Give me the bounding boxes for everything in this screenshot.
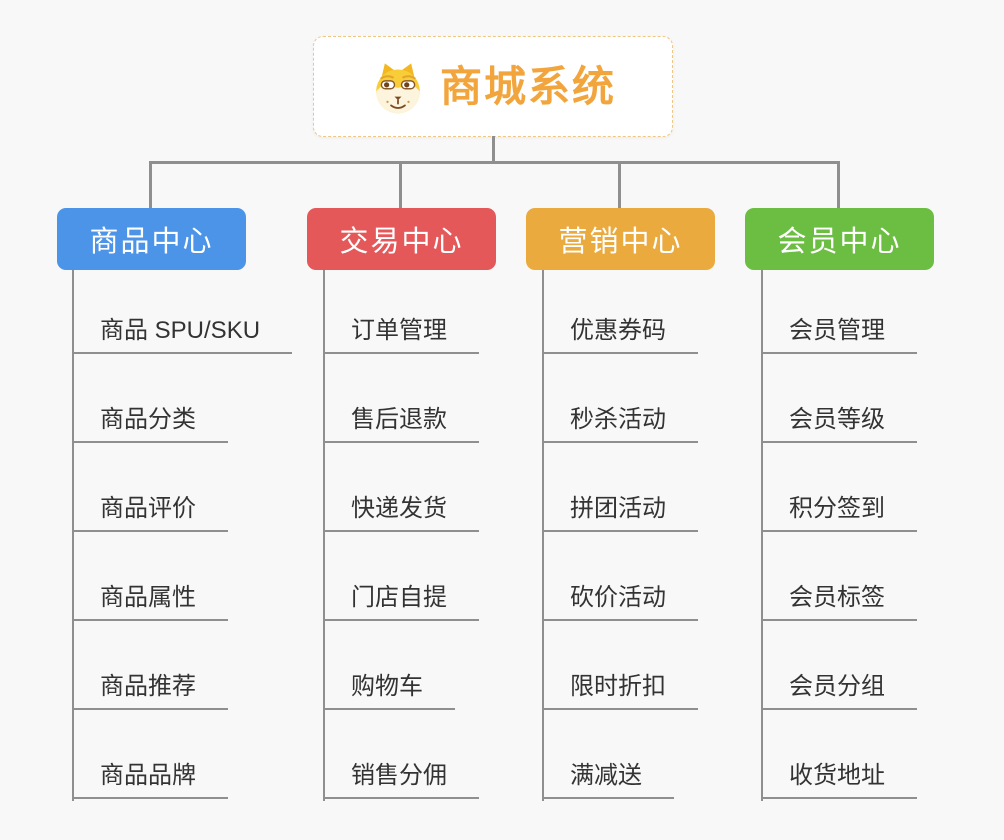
leaf-node[interactable]: 砍价活动 xyxy=(542,575,698,621)
connector-trunk-product xyxy=(72,270,74,801)
dog-face-icon xyxy=(370,59,426,115)
connector-drop-trade xyxy=(399,161,402,208)
root-title: 商城系统 xyxy=(439,62,616,110)
leaf-node[interactable]: 拼团活动 xyxy=(542,486,698,532)
leaf-node[interactable]: 快递发货 xyxy=(323,486,479,532)
leaf-node[interactable]: 门店自提 xyxy=(323,575,479,621)
branch-node-trade-center[interactable]: 交易中心 xyxy=(307,208,496,270)
connector-drop-member xyxy=(837,161,840,208)
leaf-node[interactable]: 商品评价 xyxy=(72,486,228,532)
root-node-mall-system[interactable]: 商城系统 xyxy=(313,36,673,137)
leaf-node[interactable]: 会员标签 xyxy=(761,575,917,621)
branch-label: 营销中心 xyxy=(558,226,683,258)
leaf-node[interactable]: 收货地址 xyxy=(761,753,917,799)
leaf-node[interactable]: 商品 SPU/SKU xyxy=(72,308,293,354)
branch-node-marketing-center[interactable]: 营销中心 xyxy=(526,208,715,270)
leaf-node[interactable]: 订单管理 xyxy=(323,308,479,354)
leaf-node[interactable]: 会员分组 xyxy=(761,664,917,710)
leaf-node[interactable]: 商品推荐 xyxy=(72,664,228,710)
leaf-node[interactable]: 购物车 xyxy=(323,664,455,710)
connector-trunk-trade xyxy=(323,270,325,801)
leaf-node[interactable]: 满减送 xyxy=(542,753,674,799)
connector-root-stem xyxy=(492,136,495,163)
branch-label: 商品中心 xyxy=(89,226,214,258)
leaf-node[interactable]: 销售分佣 xyxy=(323,753,479,799)
leaf-node[interactable]: 秒杀活动 xyxy=(542,397,698,443)
leaf-node[interactable]: 优惠券码 xyxy=(542,308,698,354)
connector-trunk-marketing xyxy=(542,270,544,801)
connector-trunk-member xyxy=(761,270,763,801)
leaf-node[interactable]: 商品分类 xyxy=(72,397,228,443)
leaf-node[interactable]: 限时折扣 xyxy=(542,664,698,710)
leaf-node[interactable]: 会员等级 xyxy=(761,397,917,443)
branch-node-member-center[interactable]: 会员中心 xyxy=(745,208,934,270)
branch-label: 会员中心 xyxy=(777,226,902,258)
branch-label: 交易中心 xyxy=(339,226,464,258)
leaf-node[interactable]: 售后退款 xyxy=(323,397,479,443)
leaf-node[interactable]: 商品属性 xyxy=(72,575,228,621)
leaf-node[interactable]: 会员管理 xyxy=(761,308,917,354)
leaf-node[interactable]: 积分签到 xyxy=(761,486,917,532)
connector-drop-product xyxy=(149,161,152,208)
connector-drop-marketing xyxy=(618,161,621,208)
leaf-node[interactable]: 商品品牌 xyxy=(72,753,228,799)
connector-horizontal-rail xyxy=(149,161,840,164)
branch-node-product-center[interactable]: 商品中心 xyxy=(57,208,246,270)
